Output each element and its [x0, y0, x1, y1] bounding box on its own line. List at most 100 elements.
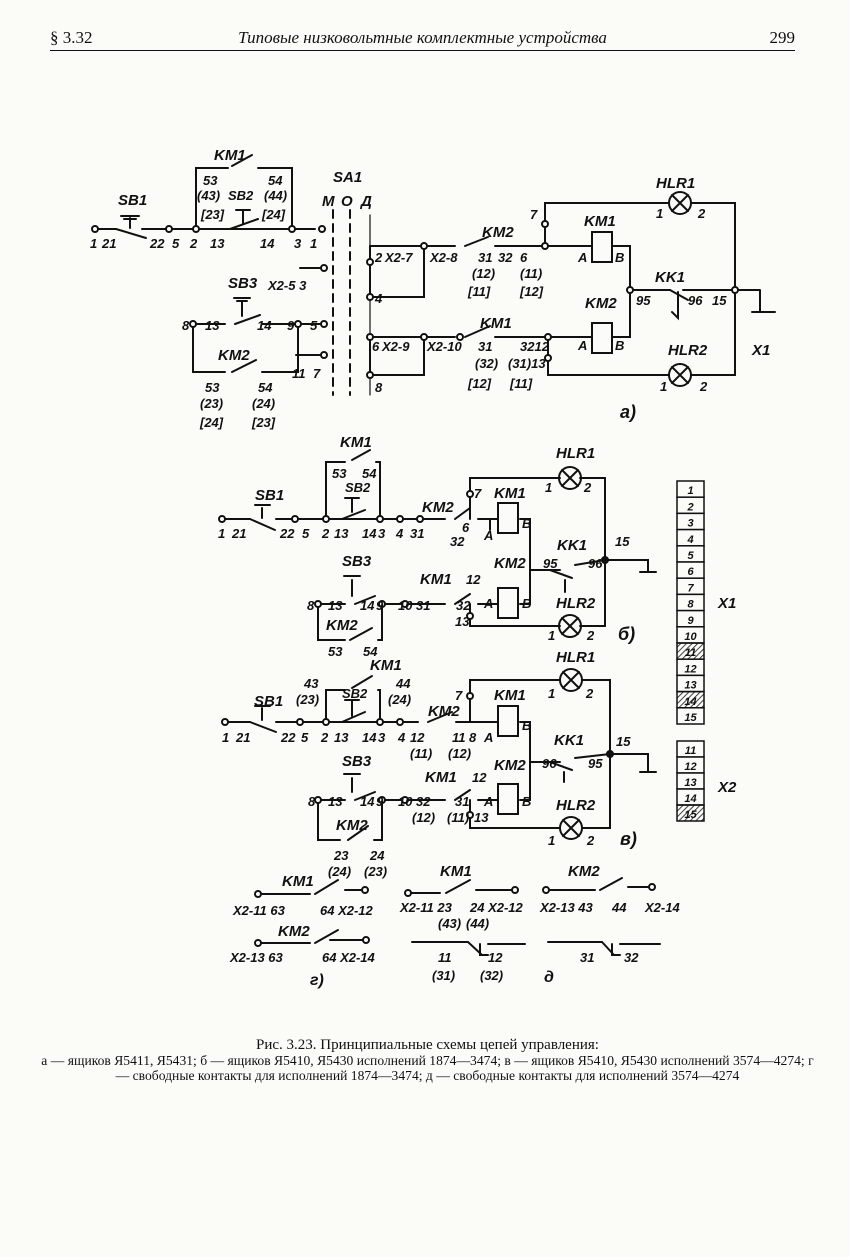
label: 5	[301, 730, 309, 745]
label: 53	[205, 380, 220, 395]
terminal-number: 13	[684, 680, 696, 692]
label: (44)	[466, 916, 489, 931]
sb1-button	[115, 215, 147, 239]
label: 9	[376, 598, 384, 613]
label: 31	[478, 339, 492, 354]
terminal	[192, 225, 200, 233]
label: 7	[474, 486, 482, 501]
terminal-number: 14	[684, 793, 696, 805]
label: (32)	[475, 356, 498, 371]
label: 44	[611, 900, 627, 915]
label: 14	[360, 598, 375, 613]
label: X2-11 63	[232, 903, 286, 918]
label: 15	[616, 734, 631, 749]
label: A	[483, 794, 493, 809]
terminal	[314, 796, 322, 804]
label: [11]	[467, 284, 491, 299]
label: 2	[699, 379, 708, 394]
label: 22	[280, 730, 296, 745]
label: 13	[474, 810, 489, 825]
label: X2-11 23	[399, 900, 453, 915]
label: 3	[378, 730, 386, 745]
label: SB2	[228, 188, 254, 203]
label: SB1	[255, 487, 284, 504]
label: (23)	[296, 692, 319, 707]
label: SB1	[118, 192, 147, 209]
diagram-v: KM1 43 (23) 44 (24) SB2 SB1 1 21 22 5 2 …	[221, 649, 657, 879]
label: KM2	[422, 499, 454, 516]
label: 1	[218, 526, 225, 541]
sa1-switch	[332, 209, 351, 396]
terminal-number: 14	[684, 696, 696, 708]
label: B	[615, 250, 624, 265]
figure-label: г)	[310, 972, 324, 989]
km2-coil	[497, 783, 519, 815]
terminal	[401, 796, 409, 804]
label: B	[522, 794, 531, 809]
label: 10	[398, 598, 413, 613]
label: 31	[410, 526, 424, 541]
figure-caption: Рис. 3.23. Принципиальные схемы цепей уп…	[40, 1037, 815, 1084]
label: 13	[210, 236, 225, 251]
terminal-number: 4	[686, 534, 693, 546]
label: 95	[588, 756, 603, 771]
terminal	[320, 320, 328, 328]
label: KM2	[494, 757, 526, 774]
hlr2-lamp	[668, 363, 692, 387]
page-header: § 3.32 Типовые низковольтные комплектные…	[50, 28, 795, 51]
terminal	[320, 264, 328, 272]
terminal	[456, 333, 464, 341]
caption-title: Рис. 3.23. Принципиальные схемы цепей уп…	[256, 1037, 599, 1053]
label: X2-14	[644, 900, 680, 915]
label: KM2	[494, 555, 526, 572]
terminal	[541, 220, 549, 228]
label: 53	[328, 644, 343, 659]
label: 2	[189, 236, 198, 251]
wire	[369, 245, 425, 298]
label: X2-13 63	[229, 950, 284, 965]
diagram-d: 11 12 (31) (32) 31 32 д	[411, 941, 661, 986]
label: KM2	[568, 863, 600, 880]
label: (23)	[364, 864, 387, 879]
label: 12	[488, 950, 503, 965]
diagram-b: KM1 53 54 SB2 SB1 1 21 22 5 2 13 14 3 4 …	[218, 434, 657, 659]
wire	[469, 559, 606, 627]
label: 8	[307, 598, 315, 613]
terminal	[189, 320, 197, 328]
terminal	[544, 333, 552, 341]
label: 14	[260, 236, 275, 251]
label: KM1	[494, 687, 526, 704]
label: 64 X2-14	[322, 950, 376, 965]
label: (11)	[447, 810, 469, 825]
terminal	[318, 225, 326, 233]
terminal	[466, 490, 474, 498]
sb3-button	[343, 575, 361, 597]
terminal-number: 7	[687, 582, 694, 594]
label: [23]	[200, 207, 225, 222]
label: 6	[462, 520, 470, 535]
label: 31	[416, 598, 430, 613]
label: 96	[588, 556, 603, 571]
terminal	[218, 515, 226, 523]
terminal-number: 15	[684, 809, 697, 821]
label: A	[577, 338, 587, 353]
kk1-contact	[669, 289, 689, 301]
label: 11	[438, 950, 452, 965]
label: (12)	[472, 266, 495, 281]
terminal	[378, 796, 386, 804]
label: (24)	[328, 864, 351, 879]
label: 8	[469, 730, 477, 745]
terminal-number: 11	[685, 745, 696, 757]
terminal	[466, 811, 474, 819]
label: 15	[712, 293, 727, 308]
label: SB2	[345, 480, 371, 495]
label: KM1	[584, 213, 616, 230]
wire	[544, 202, 736, 291]
wire	[469, 753, 611, 829]
label: 4	[397, 730, 406, 745]
label: SB3	[342, 553, 372, 570]
terminal	[165, 225, 173, 233]
label: 13	[328, 598, 343, 613]
label: 5	[172, 236, 180, 251]
label: 2	[321, 526, 330, 541]
